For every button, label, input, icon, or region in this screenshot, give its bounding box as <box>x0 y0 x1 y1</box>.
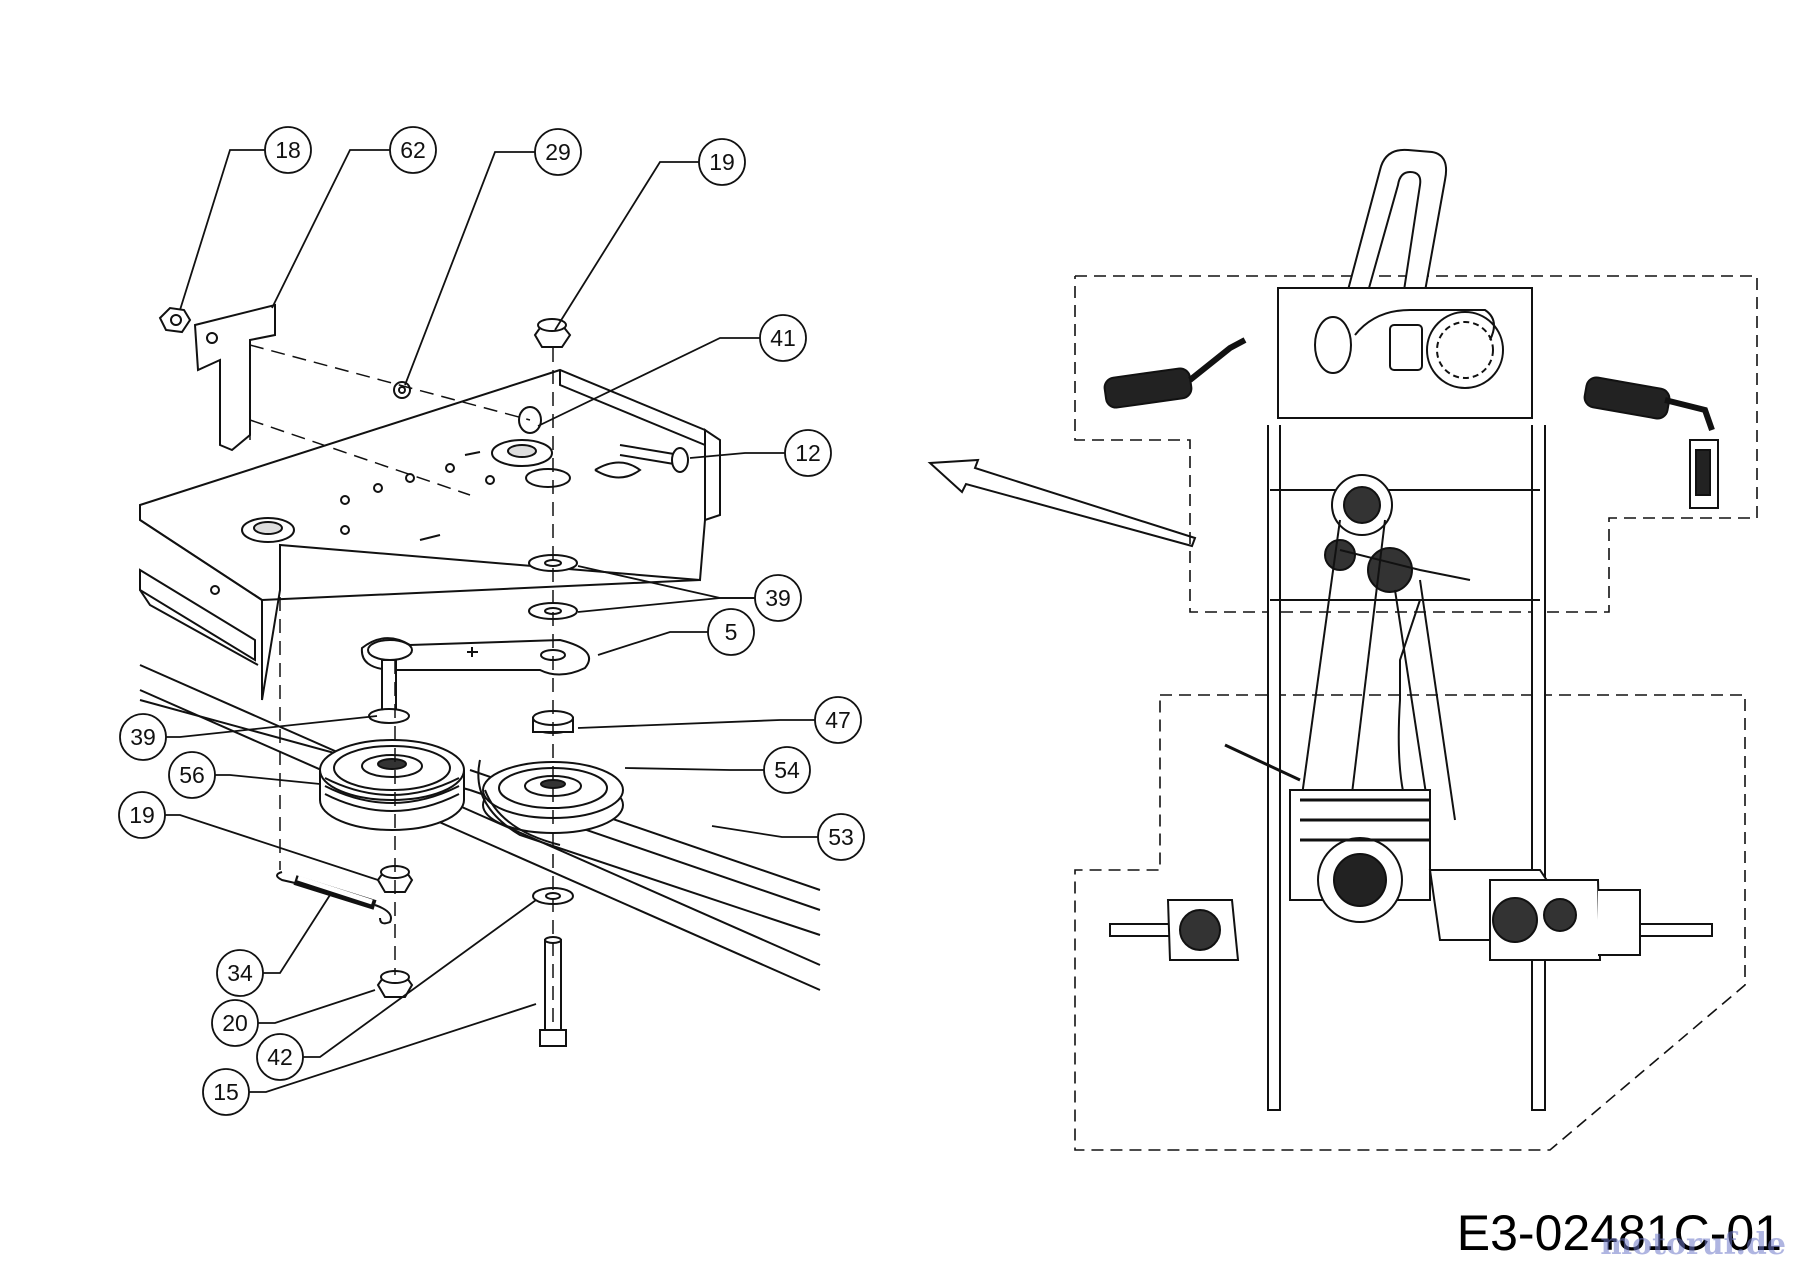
drawing-code: E3-02481C-01 <box>1456 1205 1782 1261</box>
callout-circle <box>202 1068 250 1116</box>
callout-label: 5 <box>725 619 738 645</box>
callout-label: 19 <box>129 802 155 828</box>
callout-circle <box>707 608 755 656</box>
spring-34 <box>276 871 392 925</box>
callout-label: 39 <box>765 585 791 611</box>
callout-circle <box>763 746 811 794</box>
callout-circle <box>211 999 259 1047</box>
pulley-54 <box>482 761 624 834</box>
callout-circle <box>118 791 166 839</box>
callout-label: 29 <box>545 139 571 165</box>
callout-circle <box>814 696 862 744</box>
callout-circle <box>754 574 802 622</box>
pulley-56 <box>319 739 465 831</box>
callout-label: 18 <box>275 137 301 163</box>
callout-label: 41 <box>770 325 796 351</box>
callout-label: 39 <box>130 724 156 750</box>
left-grip <box>1103 337 1247 409</box>
callout-circle <box>264 126 312 174</box>
callout-label: 19 <box>709 149 735 175</box>
callout-label: 34 <box>227 960 253 986</box>
callout-circle <box>698 138 746 186</box>
callout-group: 18 62 29 19 41 12 39 5 47 54 53 39 56 19 34 20 42 15 <box>118 126 865 1116</box>
callout-label: 20 <box>222 1010 248 1036</box>
idler-arm <box>360 637 591 676</box>
callout-label: 56 <box>179 762 205 788</box>
callout-circle <box>256 1033 304 1081</box>
callout-circle <box>534 128 582 176</box>
callout-circle <box>216 949 264 997</box>
callout-circle <box>119 713 167 761</box>
right-grip <box>1583 376 1719 509</box>
callout-label: 42 <box>267 1044 293 1070</box>
callout-label: 47 <box>825 707 851 733</box>
callout-circle <box>389 126 437 174</box>
callout-circle <box>817 813 865 861</box>
exploded-assembly <box>139 303 821 1047</box>
callout-label: 53 <box>828 824 854 850</box>
watermark: motoruf.de <box>1600 1227 1786 1262</box>
callout-circle <box>784 429 832 477</box>
callout-label: 12 <box>795 440 821 466</box>
callout-label: 54 <box>774 757 800 783</box>
callout-circle <box>759 314 807 362</box>
callout-label: 15 <box>213 1079 239 1105</box>
callout-circle <box>168 751 216 799</box>
direction-arrow <box>927 458 1197 548</box>
callout-label: 62 <box>400 137 426 163</box>
bracket-62 <box>193 303 276 452</box>
overview-drawing <box>1074 148 1758 1151</box>
